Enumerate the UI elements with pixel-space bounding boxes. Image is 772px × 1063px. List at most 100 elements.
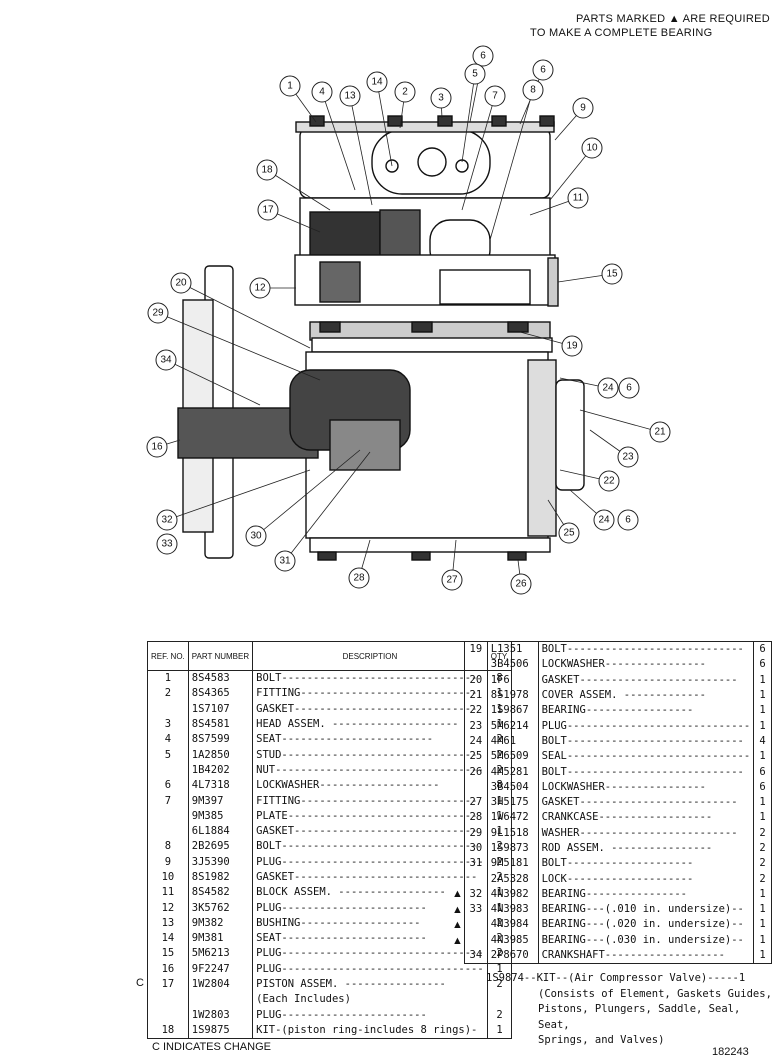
svg-text:20: 20	[175, 278, 187, 289]
svg-text:10: 10	[586, 143, 598, 154]
callout-21: 21	[649, 421, 671, 443]
cell-ref	[464, 932, 488, 948]
cell-desc: LOCKWASHER-------------------	[252, 778, 488, 794]
callout-25: 25	[558, 522, 580, 544]
svg-text:6: 6	[626, 383, 632, 394]
bearing-marker-icon: ▲	[452, 888, 463, 900]
cell-desc: BEARING---(.030 in. undersize)--	[537, 932, 755, 948]
cell-desc: CRANKSHAFT-------------------	[537, 947, 755, 964]
svg-text:19: 19	[566, 341, 578, 352]
callout-28: 28	[348, 567, 370, 589]
cell-desc: WASHER-------------------------	[537, 825, 755, 841]
cell-pn: 8S4583	[187, 670, 254, 687]
cell-qty: 6	[753, 779, 772, 795]
svg-text:6: 6	[480, 51, 486, 62]
cell-desc: COVER ASSEM. -------------	[537, 687, 755, 704]
cell-pn: 9M385	[187, 808, 254, 824]
callout-6a: 6	[472, 45, 494, 67]
callout-31: 31	[274, 550, 296, 572]
cell-qty: 6	[753, 764, 772, 780]
svg-text:9: 9	[580, 103, 586, 114]
cell-qty: 2	[486, 1007, 513, 1023]
cell-qty: 2	[753, 840, 772, 857]
callout-29: 29	[147, 302, 169, 324]
cell-pn: 1B4202	[187, 762, 254, 779]
svg-text:27: 27	[446, 575, 458, 586]
svg-text:25: 25	[563, 528, 575, 539]
callout-4: 4	[311, 81, 333, 103]
cell-ref	[147, 701, 189, 717]
cell-ref: 8	[147, 839, 189, 855]
cell-pn: 3B4506	[486, 657, 539, 673]
svg-text:33: 33	[161, 539, 173, 550]
cell-ref: 17	[147, 976, 189, 993]
table-row: 2A5328 LOCK--------------------2	[464, 871, 772, 887]
cell-qty: 1	[753, 810, 772, 826]
cell-qty: 6	[753, 657, 772, 673]
cell-desc: PLUG-----------------------	[252, 900, 488, 916]
kit-line: (Consists of Element, Gaskets Guides,	[538, 987, 772, 1000]
cell-desc: BLOCK ASSEM. -----------------	[252, 885, 488, 901]
callout-30: 30	[245, 525, 267, 547]
callout-17: 17	[257, 199, 279, 221]
cell-ref: 31	[464, 856, 488, 872]
change-marker: C	[136, 977, 144, 989]
svg-text:23: 23	[622, 452, 634, 463]
callout-19: 19	[561, 335, 583, 357]
cell-ref: 7	[147, 793, 189, 809]
table-row: (Each Includes)	[147, 992, 513, 1008]
cell-ref	[464, 779, 488, 795]
cell-pn: 9M397	[187, 793, 254, 809]
svg-text:34: 34	[160, 355, 172, 366]
cell-qty: 1	[753, 917, 772, 933]
callout-5: 5	[464, 63, 486, 85]
cell-qty: 2	[753, 825, 772, 841]
cell-ref: 23	[464, 718, 488, 734]
cell-ref: 1	[147, 670, 189, 687]
cell-qty: 1	[753, 794, 772, 811]
cell-desc: SEAT------------------------	[252, 732, 488, 748]
cell-ref	[147, 1007, 189, 1023]
callout-6c: 6	[618, 377, 640, 399]
cell-pn: 4N3982	[486, 886, 539, 903]
cell-ref: 13	[147, 915, 189, 932]
bearing-marker-icon: ▲	[452, 904, 463, 916]
cell-pn: 3K5762	[187, 900, 254, 916]
cell-desc: BOLT----------------------------	[537, 764, 755, 780]
svg-text:24: 24	[598, 515, 610, 526]
cell-ref: 24	[464, 733, 488, 750]
cell-pn: 4N3984	[486, 917, 539, 933]
cell-qty: 4	[753, 733, 772, 750]
svg-text:7: 7	[492, 91, 498, 102]
cell-pn: 1S9875	[187, 1022, 254, 1039]
svg-text:16: 16	[151, 442, 163, 453]
cell-ref: 5	[147, 747, 189, 763]
cell-desc: PLUG-----------------------------	[537, 718, 755, 734]
cell-pn: 8S7599	[187, 732, 254, 748]
cell-pn: 5M6509	[486, 749, 539, 765]
cell-pn: 1S7107	[187, 701, 254, 717]
col-description: DESCRIPTION	[252, 641, 488, 671]
air-compressor-drawing: 1 4 13 14 2 3 6 5 6 7 8 9 10 11 18 17 12…	[146, 45, 671, 595]
cell-qty: 1	[753, 902, 772, 918]
